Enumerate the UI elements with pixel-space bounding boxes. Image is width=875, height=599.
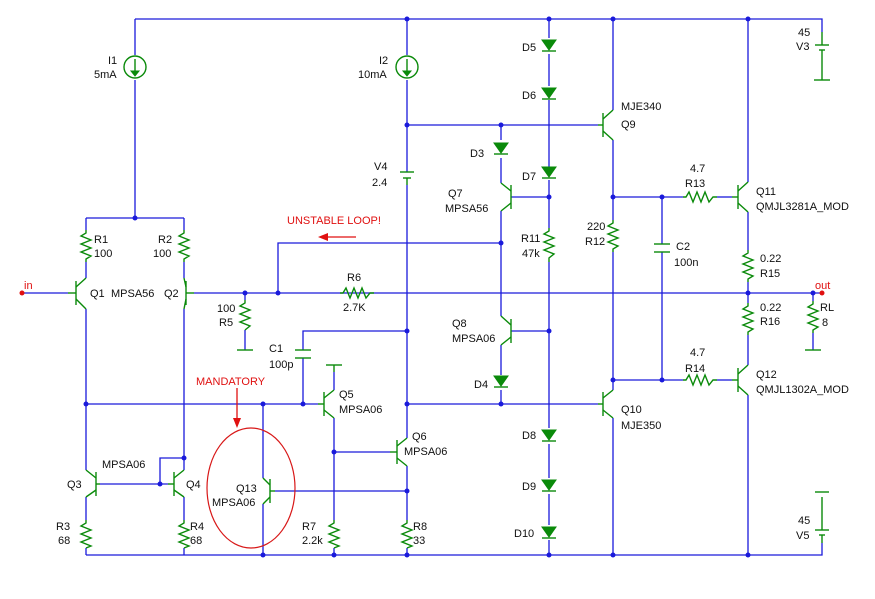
- label-q12: Q12: [756, 369, 777, 381]
- label-q10: Q10: [621, 404, 642, 416]
- label-i2: I2: [379, 55, 388, 67]
- label-v4: V4: [374, 161, 387, 173]
- label-q4: Q4: [186, 479, 201, 491]
- label-q6: Q6: [412, 431, 427, 443]
- label-q10type: MJE350: [621, 420, 661, 432]
- label-in: in: [24, 280, 33, 292]
- label-r7: R7: [302, 521, 316, 533]
- grounds: [237, 349, 821, 372]
- label-q7: Q7: [448, 188, 463, 200]
- label-r8v: 33: [413, 535, 425, 547]
- label-r1: R1: [94, 234, 108, 246]
- label-q12model: QMJL1302A_MOD: [756, 384, 849, 396]
- label-rlv: 8: [822, 317, 828, 329]
- label-v5n: V5: [796, 530, 809, 542]
- labels: in out UNSTABLE LOOP! MANDATORY I1 5mA I…: [24, 27, 849, 547]
- label-mandatory: MANDATORY: [196, 376, 266, 388]
- label-r14v: 4.7: [690, 347, 705, 359]
- label-d6: D6: [522, 90, 536, 102]
- label-q12type: MPSA56: [111, 288, 154, 300]
- label-v5: 45: [798, 515, 810, 527]
- label-r4v: 68: [190, 535, 202, 547]
- label-out: out: [815, 280, 830, 292]
- capacitors: [295, 243, 670, 359]
- transistors: [68, 109, 749, 505]
- label-q3: Q3: [67, 479, 82, 491]
- label-q9type: MJE340: [621, 101, 661, 113]
- label-q13: Q13: [236, 483, 257, 495]
- label-i1: I1: [108, 55, 117, 67]
- label-r12v: 220: [587, 221, 605, 233]
- label-r16: R16: [760, 316, 780, 328]
- label-i1v: 5mA: [94, 69, 117, 81]
- label-c1: C1: [269, 343, 283, 355]
- label-c1v: 100p: [269, 359, 293, 371]
- label-d5: D5: [522, 42, 536, 54]
- label-rl: RL: [820, 302, 834, 314]
- label-q34type: MPSA06: [102, 459, 145, 471]
- label-q5: Q5: [339, 389, 354, 401]
- current-source-i2: [395, 55, 419, 79]
- label-unstable-loop: UNSTABLE LOOP!: [287, 215, 381, 227]
- label-r12: R12: [585, 236, 605, 248]
- battery-v3: [814, 32, 830, 81]
- label-q7type: MPSA56: [445, 203, 488, 215]
- label-v3: 45: [798, 27, 810, 39]
- battery-v5: [815, 491, 829, 543]
- label-v4v: 2.4: [372, 177, 387, 189]
- label-r6v: 2.7K: [343, 302, 366, 314]
- label-i2v: 10mA: [358, 69, 387, 81]
- label-q5type: MPSA06: [339, 404, 382, 416]
- label-v3n: V3: [796, 41, 809, 53]
- label-r7v: 2.2k: [302, 535, 323, 547]
- label-c2: C2: [676, 241, 690, 253]
- label-r15: R15: [760, 268, 780, 280]
- label-r14: R14: [685, 363, 705, 375]
- label-q11type: QMJL3281A_MOD: [756, 201, 849, 213]
- diodes: [493, 39, 557, 539]
- label-d4: D4: [474, 379, 488, 391]
- annotations: [206, 233, 356, 549]
- label-r2: R2: [158, 234, 172, 246]
- label-r11v: 47k: [522, 248, 540, 260]
- label-r3v: 68: [58, 535, 70, 547]
- label-d10: D10: [514, 528, 534, 540]
- label-c2v: 100n: [674, 257, 698, 269]
- label-q1: Q1: [90, 288, 105, 300]
- resistors: [79, 190, 820, 549]
- label-d3: D3: [470, 148, 484, 160]
- label-r13v: 4.7: [690, 163, 705, 175]
- label-r15v: 0.22: [760, 253, 781, 265]
- label-q6type: MPSA06: [404, 446, 447, 458]
- label-r1v: 100: [94, 248, 112, 260]
- label-q8type: MPSA06: [452, 333, 495, 345]
- label-q2: Q2: [164, 288, 179, 300]
- label-d7: D7: [522, 171, 536, 183]
- label-q9: Q9: [621, 119, 636, 131]
- label-r2v: 100: [153, 248, 171, 260]
- junction-dots: [19, 16, 825, 558]
- label-r8: R8: [413, 521, 427, 533]
- battery-v4: [400, 171, 414, 185]
- label-d9: D9: [522, 481, 536, 493]
- label-r6: R6: [347, 272, 361, 284]
- label-r5: R5: [219, 317, 233, 329]
- label-q8: Q8: [452, 318, 467, 330]
- label-q13type: MPSA06: [212, 497, 255, 509]
- label-r4: R4: [190, 521, 204, 533]
- label-d8: D8: [522, 430, 536, 442]
- label-q11: Q11: [756, 186, 776, 198]
- wires: [22, 18, 823, 556]
- label-r11: R11: [521, 233, 540, 245]
- label-r3: R3: [56, 521, 70, 533]
- current-source-i1: [123, 55, 147, 79]
- label-r13: R13: [685, 178, 705, 190]
- label-r5v: 100: [217, 303, 235, 315]
- label-r16v: 0.22: [760, 302, 781, 314]
